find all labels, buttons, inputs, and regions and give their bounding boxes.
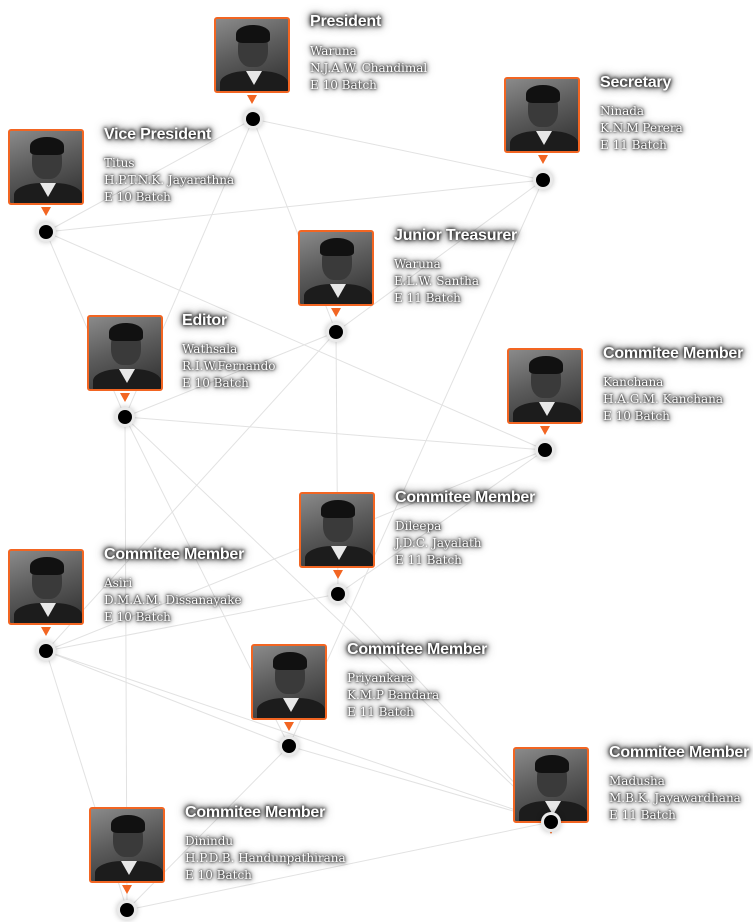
member-info: Dinindu H.P.D.B. Handunpathirana E 10 Ba… [185,833,346,884]
pointer-icon [122,885,132,894]
pointer-icon [120,393,130,402]
member-title: Commitee Member [395,489,536,506]
node-dot-icon [118,410,132,424]
member-title: Commitee Member [104,546,245,563]
member-name: Dinindu [185,834,234,848]
node-dot-icon [246,112,260,126]
member-name: Waruna [394,257,441,271]
node-dot-icon [120,903,134,917]
member-name: Titus [104,156,135,170]
member-batch: E 10 Batch [182,376,249,390]
member-full-name: J.D.C. Jayalath [395,536,482,550]
member-info: Waruna E.L.W. Santha E 11 Batch [394,256,479,307]
member-full-name: D.M.A.M. Dissanayake [104,593,242,607]
node-dot-icon [282,739,296,753]
node-dot-icon [536,173,550,187]
member-batch: E 10 Batch [104,610,171,624]
member-batch: E 11 Batch [395,553,462,567]
member-batch: E 10 Batch [310,78,377,92]
member-title: Junior Treasurer [394,227,518,244]
member-name: Wathsala [182,342,238,356]
member-name: Madusha [609,774,665,788]
member-title: Secretary [600,74,672,91]
member-photo [513,747,589,823]
member-title: President [310,13,382,30]
member-photo [299,492,375,568]
member-title: Commitee Member [347,641,488,658]
member-name: Dileepa [395,519,442,533]
member-photo [89,807,165,883]
member-full-name: R.I.W.Fernando [182,359,276,373]
member-info: Priyankara K.M.P Bandara E 11 Batch [347,670,439,721]
member-name: Waruna [310,44,357,58]
node-dot-icon [538,443,552,457]
member-photo [504,77,580,153]
member-batch: E 10 Batch [104,190,171,204]
member-name: Priyankara [347,671,414,685]
member-batch: E 10 Batch [603,409,670,423]
pointer-icon [41,627,51,636]
member-photo [507,348,583,424]
node-dot-icon [331,587,345,601]
pointer-icon [540,426,550,435]
member-info: Dileepa J.D.C. Jayalath E 11 Batch [395,518,482,569]
pointer-icon [41,207,51,216]
member-full-name: E.L.W. Santha [394,274,480,288]
node-dot-icon [329,325,343,339]
member-name: Asiri [104,576,133,590]
pointer-icon [546,825,556,834]
member-photo [214,17,290,93]
member-title: Commitee Member [603,345,744,362]
member-photo [251,644,327,720]
member-info: Asiri D.M.A.M. Dissanayake E 10 Batch [104,575,242,626]
member-photo [298,230,374,306]
member-info: Madusha M.B.K. Jayawardhana E 11 Batch [609,773,741,824]
member-photo [87,315,163,391]
member-info: Kanchana H.A.G.M. Kanchana E 10 Batch [603,374,723,425]
member-full-name: K.N.M Perera [600,121,683,135]
member-info: Ninada K.N.M Perera E 11 Batch [600,103,683,154]
member-name: Kanchana [603,375,664,389]
pointer-icon [538,155,548,164]
pointer-icon [333,570,343,579]
member-title: Commitee Member [609,744,750,761]
member-title: Vice President [104,126,212,143]
member-info: Titus H.P.T.N.K. Jayarathna E 10 Batch [104,155,234,206]
node-dot-icon [39,644,53,658]
node-dot-icon [544,815,558,829]
pointer-icon [284,722,294,731]
member-full-name: H.P.T.N.K. Jayarathna [104,173,235,187]
pointer-icon [331,308,341,317]
member-full-name: M.B.K. Jayawardhana [609,791,741,805]
member-full-name: H.P.D.B. Handunpathirana [185,851,346,865]
member-title: Editor [182,312,228,329]
pointer-icon [247,95,257,104]
member-full-name: H.A.G.M. Kanchana [603,392,723,406]
member-batch: E 11 Batch [394,291,461,305]
member-batch: E 11 Batch [609,808,676,822]
member-batch: E 11 Batch [347,705,414,719]
member-batch: E 11 Batch [600,138,667,152]
member-batch: E 10 Batch [185,868,252,882]
member-info: Wathsala R.I.W.Fernando E 10 Batch [182,341,275,392]
member-full-name: N.J.A.W. Chandimal [310,61,428,75]
member-photo [8,549,84,625]
node-dot-icon [39,225,53,239]
member-title: Commitee Member [185,804,326,821]
member-name: Ninada [600,104,645,118]
member-photo [8,129,84,205]
member-info: Waruna N.J.A.W. Chandimal E 10 Batch [310,43,427,94]
member-full-name: K.M.P Bandara [347,688,440,702]
